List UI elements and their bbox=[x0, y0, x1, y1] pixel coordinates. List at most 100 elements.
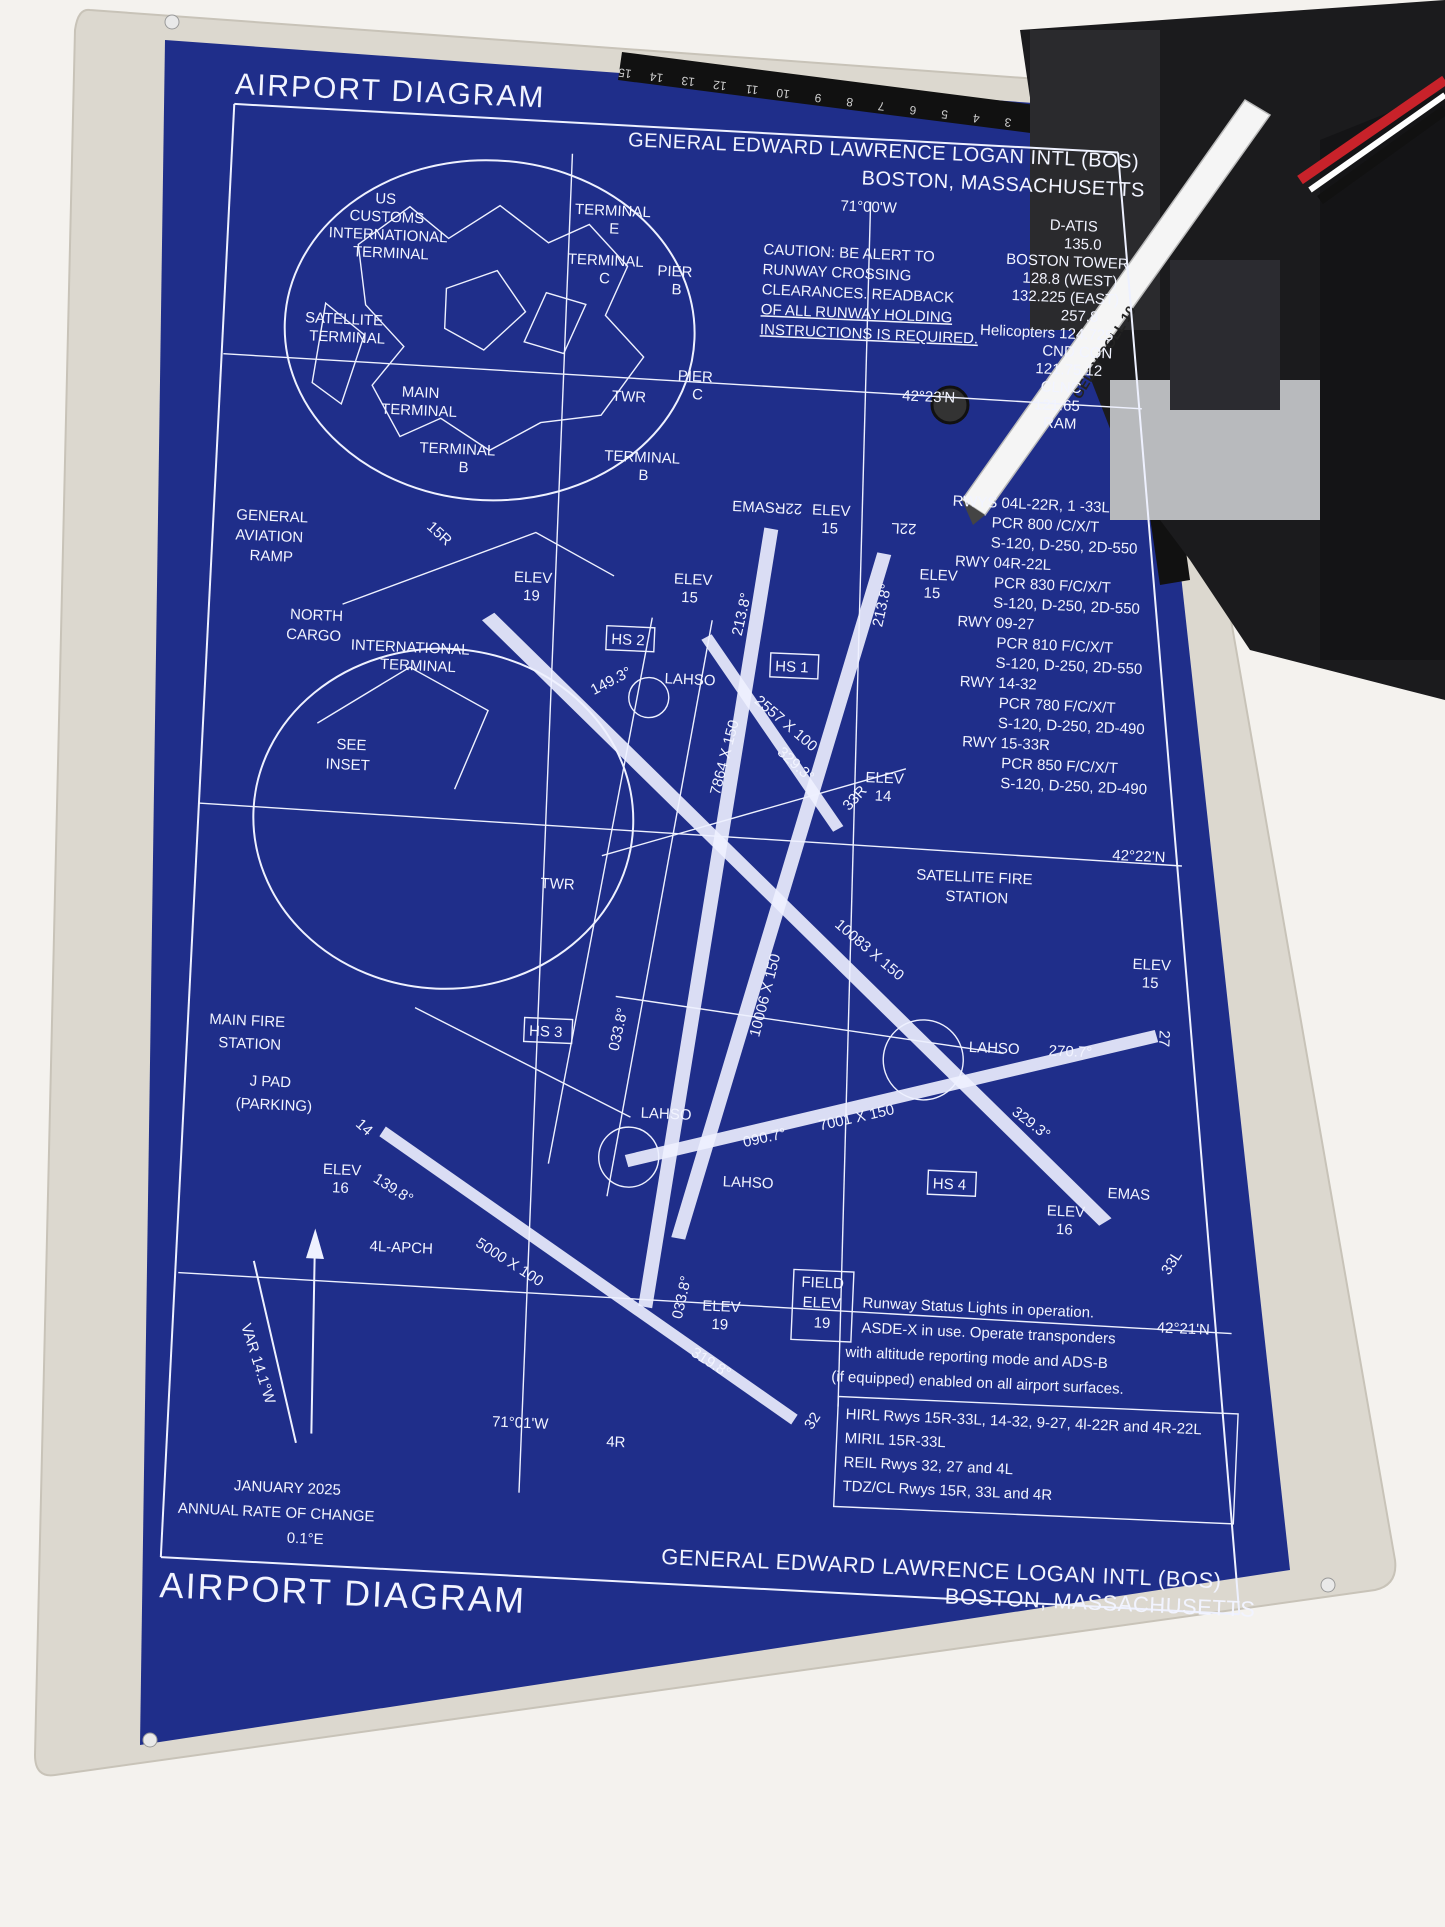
variation-date: JANUARY 2025 bbox=[234, 1477, 342, 1499]
ruler-number: 13 bbox=[680, 73, 695, 89]
spec-line: RWY 09-27 bbox=[957, 613, 1035, 633]
grid-lon-00 bbox=[837, 201, 872, 1407]
inset-label: TERMINAL bbox=[567, 251, 644, 271]
plotter-arm bbox=[930, 0, 1445, 700]
elev-label: ELEV bbox=[702, 1297, 741, 1316]
lahso-label: LAHSO bbox=[722, 1173, 774, 1192]
spec-line: S-120, D-250, 2D-550 bbox=[990, 534, 1137, 557]
lahso-label: LAHSO bbox=[640, 1105, 692, 1124]
frequency-block: D-ATIS 135.0 BOSTON TOWER 128.8 (WEST) 1… bbox=[980, 217, 1129, 433]
spec-line: S-120, D-250, 2D-490 bbox=[998, 715, 1145, 738]
freq-line: 128.8 (WEST) bbox=[1022, 269, 1118, 290]
grid-lat-23 bbox=[223, 352, 1142, 410]
map-label: 4L-APCH bbox=[369, 1238, 433, 1258]
ruler-number: 4 bbox=[972, 111, 981, 126]
frame-bottom-line bbox=[160, 1556, 1240, 1616]
elev-value: 16 bbox=[1056, 1221, 1073, 1239]
elev-value: 15 bbox=[923, 584, 940, 602]
lahso-label: LAHSO bbox=[968, 1039, 1020, 1058]
lon-bottom-label: 71°01'W bbox=[492, 1413, 550, 1432]
lat-22-label: 42°22'N bbox=[1112, 847, 1166, 866]
elev-value: 14 bbox=[874, 788, 891, 806]
freq-line: D-ATIS bbox=[1049, 217, 1098, 236]
elev-label: ELEV bbox=[812, 502, 851, 521]
elev-value: 19 bbox=[523, 587, 540, 605]
svg-text:FIELD: FIELD bbox=[801, 1274, 844, 1293]
ruler-number: 10 bbox=[775, 86, 790, 102]
spec-line: RWY 15-33R bbox=[962, 733, 1051, 754]
ruler-number: 5 bbox=[940, 107, 949, 122]
hot-spot-hs4: HS 4 bbox=[926, 1169, 978, 1198]
hot-spot-hs2: HS 2 bbox=[605, 624, 656, 653]
elev-label: ELEV bbox=[674, 571, 713, 590]
inset-label: C bbox=[599, 270, 611, 287]
inset-label: TERMINAL bbox=[309, 327, 386, 347]
spec-line: RWY 14-32 bbox=[959, 673, 1037, 693]
spec-line: PCR 850 F/C/X/T bbox=[1001, 755, 1118, 777]
freq-line: RAM bbox=[1043, 415, 1077, 433]
magnet-bottom-right bbox=[1320, 1577, 1336, 1593]
runway-end-label: 32 bbox=[801, 1409, 824, 1432]
runway-end-label: 22L bbox=[891, 519, 917, 537]
inset-label: PIER bbox=[657, 263, 693, 282]
map-label: TERMINAL bbox=[380, 656, 457, 676]
frame-top-line bbox=[234, 102, 1119, 154]
elev-label: ELEV bbox=[514, 569, 553, 588]
inset-label: MAIN bbox=[402, 384, 440, 403]
heading-label: 270.7° bbox=[1048, 1042, 1092, 1061]
elev-value: 16 bbox=[332, 1179, 349, 1197]
inset-label: INTERNATIONAL bbox=[328, 224, 448, 246]
runway-9-27 bbox=[624, 1029, 1159, 1168]
hot-spot-hs1: HS 1 bbox=[769, 652, 820, 680]
inset-label: US bbox=[375, 190, 397, 208]
ruler-number: 6 bbox=[908, 103, 917, 118]
grid-lat-22 bbox=[198, 802, 1182, 867]
elev-value: 19 bbox=[711, 1316, 728, 1334]
freq-line: 257.8 bbox=[1060, 307, 1098, 326]
elev-value: 15 bbox=[1141, 974, 1158, 992]
svg-text:HS 1: HS 1 bbox=[775, 658, 809, 676]
lahso-label: LAHSO bbox=[664, 670, 716, 689]
terminal-inset-top: US CUSTOMS INTERNATIONAL TERMINAL TERMIN… bbox=[283, 159, 713, 502]
svg-text:ELEV: ELEV bbox=[802, 1294, 841, 1313]
map-label: INTERNATIONAL bbox=[350, 637, 470, 659]
map-label: SEE bbox=[336, 736, 367, 754]
map-label: NORTH bbox=[290, 606, 344, 625]
magnet-bottom-left bbox=[142, 1732, 158, 1748]
field-elevation-box: FIELD ELEV 19 bbox=[790, 1268, 855, 1343]
map-label: MAIN FIRE bbox=[209, 1011, 286, 1031]
frame-right-line bbox=[1117, 152, 1241, 1615]
ruler-number: 3 bbox=[1003, 115, 1012, 130]
variation-rate: 0.1°E bbox=[286, 1530, 324, 1549]
elev-value: 15 bbox=[681, 589, 698, 607]
map-label: EMAS bbox=[732, 498, 775, 517]
map-label: STATION bbox=[218, 1034, 281, 1054]
caution-line-2: RUNWAY CROSSING bbox=[762, 261, 912, 284]
spec-line: S-120, D-250, 2D-550 bbox=[993, 595, 1140, 618]
inset-label: SATELLITE bbox=[305, 309, 384, 329]
taxiways bbox=[316, 531, 1004, 1197]
svg-text:19: 19 bbox=[813, 1314, 830, 1332]
spec-line: S-120, D-250, 2D-550 bbox=[995, 655, 1142, 678]
lighting-line: MIRIL 15R-33L bbox=[844, 1430, 946, 1451]
lat-23-label: 42°23'N bbox=[902, 387, 956, 406]
inset-label: TERMINAL bbox=[604, 447, 681, 467]
elev-label: ELEV bbox=[323, 1161, 362, 1180]
see-inset-circle bbox=[252, 647, 635, 990]
runway-14-32 bbox=[379, 1126, 798, 1425]
inset-label: TERMINAL bbox=[419, 439, 496, 459]
runway-15l-33r bbox=[701, 634, 844, 832]
spec-line: RWY 04R-22L bbox=[955, 553, 1052, 574]
ruler-number: 15 bbox=[617, 65, 632, 81]
runways bbox=[379, 527, 1159, 1425]
map-label: INSET bbox=[325, 756, 370, 775]
map-label: TWR bbox=[540, 875, 575, 893]
freq-line: CLNC bbox=[1040, 378, 1082, 397]
inset-label: B bbox=[638, 467, 649, 484]
airport-diagram: AIRPORT DIAGRAM GENERAL EDWARD LAWRENCE … bbox=[159, 68, 1256, 1622]
ruler-number: 7 bbox=[877, 99, 886, 114]
frame-left-line bbox=[159, 103, 236, 1558]
elev-label: ELEV bbox=[919, 566, 958, 585]
lat-21-label: 42°21'N bbox=[1156, 1319, 1210, 1338]
